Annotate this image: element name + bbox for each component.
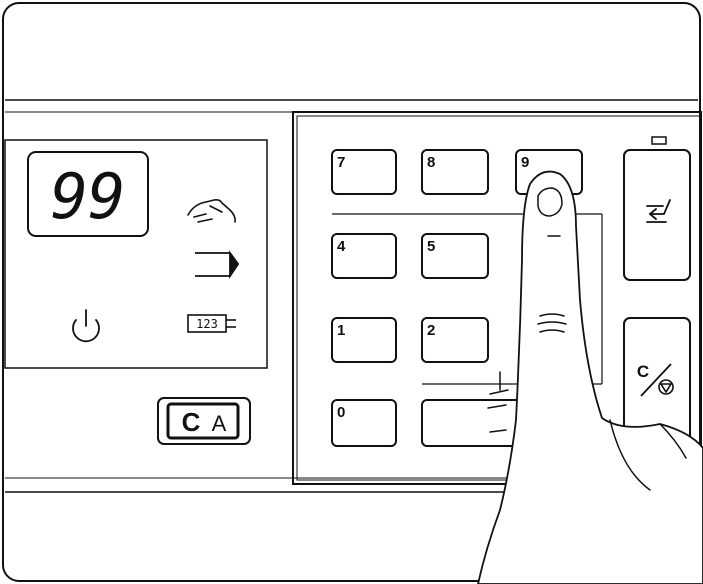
keypad-section-inner — [296, 115, 702, 481]
key-5[interactable]: 5 — [421, 233, 489, 279]
key-1-label: 1 — [337, 322, 345, 339]
paper-exit-icon — [195, 250, 240, 279]
key-8[interactable]: 8 — [421, 149, 489, 195]
pointing-finger — [477, 170, 703, 584]
clear-all-label-c: C — [182, 407, 201, 437]
key-7-label: 7 — [337, 154, 345, 171]
stop-icon — [658, 379, 674, 395]
copy-count-value: 99 — [51, 160, 126, 233]
power-icon — [72, 309, 100, 343]
clear-stop-slash — [640, 363, 672, 397]
key-7[interactable]: 7 — [331, 149, 397, 195]
key-0-label: 0 — [337, 404, 345, 421]
key-8-label: 8 — [427, 154, 435, 171]
key-4[interactable]: 4 — [331, 233, 397, 279]
wide-key[interactable] — [421, 399, 523, 447]
manual-feed-icon — [187, 199, 236, 223]
key-4-label: 4 — [337, 238, 346, 255]
key-1[interactable]: 1 — [331, 317, 397, 363]
interrupt-icon — [646, 199, 671, 223]
clear-stop-label-c: C — [637, 362, 649, 381]
key-2-label: 2 — [427, 322, 435, 339]
key-2[interactable]: 2 — [421, 317, 489, 363]
interrupt-indicator-lamp — [651, 136, 667, 145]
key-5-label: 5 — [427, 238, 435, 255]
display-section — [4, 139, 268, 369]
interrupt-button[interactable] — [623, 149, 691, 281]
copy-count-display: 99 — [27, 151, 149, 237]
counter-icon-label: 123 — [196, 317, 218, 331]
key-9-label: 9 — [521, 154, 529, 171]
counter-icon: 123 — [187, 314, 236, 333]
finger-details — [487, 187, 687, 491]
key-0[interactable]: 0 — [331, 399, 397, 447]
clear-all-button[interactable]: C A — [157, 397, 251, 445]
clear-all-label-a: A — [212, 411, 227, 436]
